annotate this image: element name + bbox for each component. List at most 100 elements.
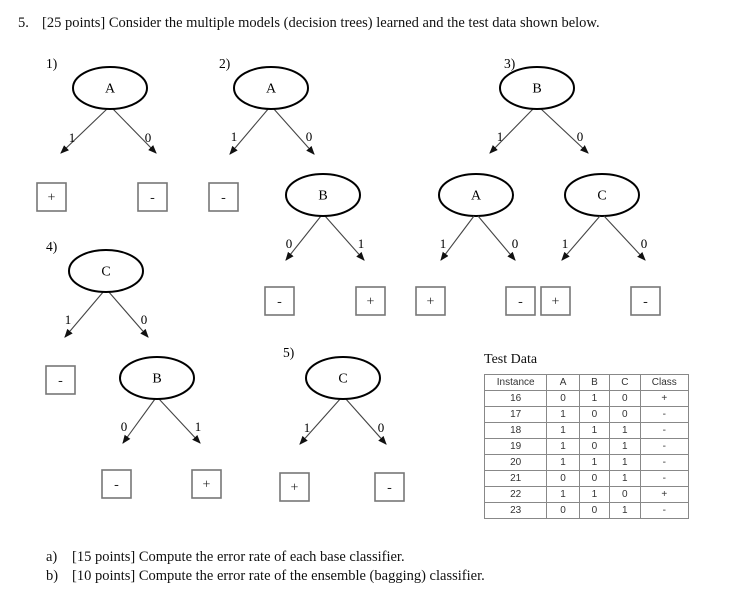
tree5-edge-left	[299, 397, 342, 445]
tree5-leaf-left-label: +	[291, 481, 299, 496]
tree3-leaf-c-right-label: -	[643, 295, 648, 310]
tree3-left-edge-label: 1	[497, 129, 504, 144]
cell-b: 1	[578, 454, 611, 471]
tree4-sub-edge-left	[122, 398, 156, 444]
test-data-table: Instance A B C Class 16 0 1 0 + 17 1 0 0…	[483, 374, 690, 519]
cell-class: -	[639, 470, 690, 487]
tree2-leaf-left-label: -	[221, 191, 226, 206]
tree3-edge-right	[539, 107, 589, 154]
tree3-leaf-a-right-label: -	[518, 295, 523, 310]
cell-a: 0	[546, 390, 580, 407]
cell-instance: 23	[483, 502, 548, 519]
decision-tree-4[interactable]: C 1 0 - B 0 1 - +	[20, 241, 250, 503]
cell-instance: 17	[483, 406, 548, 423]
tree2-sub-edge-left	[285, 215, 322, 261]
subquestion-b-letter: b)	[46, 568, 59, 584]
question-number: 5.	[18, 15, 29, 31]
tree4-sub-node[interactable]	[119, 356, 195, 400]
cell-c: 1	[609, 422, 641, 439]
tree1-root-node[interactable]	[72, 66, 148, 110]
cell-a: 0	[546, 502, 580, 519]
column-header-b: B	[578, 374, 611, 391]
tree4-leaf-sub-left-label: -	[114, 478, 119, 493]
tree2-right-edge-label: 0	[306, 129, 313, 144]
cell-a: 0	[546, 470, 580, 487]
subquestion-a: a) [15 points] Compute the error rate of …	[46, 548, 485, 567]
decision-tree-5[interactable]: C 1 0 + -	[265, 348, 445, 508]
tree4-root-node[interactable]	[68, 249, 144, 293]
cell-instance: 22	[483, 486, 548, 503]
tree3-c-left-edge-label: 1	[562, 236, 569, 251]
subquestion-a-text: [15 points] Compute the error rate of ea…	[72, 549, 405, 565]
table-header-row: Instance A B C Class	[483, 374, 690, 391]
tree5-leaf-right-box[interactable]	[374, 472, 405, 502]
tree2-sub-node[interactable]	[285, 173, 361, 217]
decision-tree-3[interactable]: B 1 0 A C 1 0 + - 1 0 + -	[410, 58, 680, 318]
tree2-leaf-sub-left-label: -	[277, 295, 282, 310]
tree4-sub-label: B	[152, 372, 161, 387]
table-row: 18 1 1 1 -	[483, 422, 690, 439]
tree3-child-c-label: C	[597, 189, 606, 204]
tree2-edge-left	[229, 107, 270, 155]
cell-class: -	[639, 454, 690, 471]
tree3-child-c-node[interactable]	[564, 173, 640, 217]
column-header-instance: Instance	[483, 374, 548, 391]
tree3-leaf-a-right-box[interactable]	[505, 286, 536, 316]
tree3-leaf-c-right-box[interactable]	[630, 286, 661, 316]
cell-b: 0	[578, 406, 611, 423]
tree1-left-edge-label: 1	[69, 130, 76, 145]
cell-b: 0	[578, 438, 611, 455]
tree1-leaf-right-box[interactable]	[137, 182, 168, 212]
tree4-right-edge-label: 0	[141, 312, 148, 327]
tree4-leaf-left-box[interactable]	[45, 365, 76, 395]
cell-c: 0	[609, 486, 641, 503]
tree1-leaf-left-box[interactable]	[36, 182, 67, 212]
tree3-c-right-edge-label: 0	[641, 236, 648, 251]
tree5-root-node[interactable]	[305, 356, 381, 400]
question-text: [25 points] Consider the multiple models…	[42, 15, 600, 31]
test-data-block: Test Data Instance A B C Class 16 0 1 0 …	[483, 352, 690, 519]
tree4-edge-left	[64, 290, 105, 338]
cell-instance: 16	[483, 390, 548, 407]
tree4-leaf-sub-left-box[interactable]	[101, 469, 132, 499]
tree2-sub-label: B	[318, 189, 327, 204]
tree2-root-node[interactable]	[233, 66, 309, 110]
test-data-title: Test Data	[484, 352, 538, 367]
table-row: 19 1 0 1 -	[483, 438, 690, 455]
question-header: 5. [25 points] Consider the multiple mode…	[18, 14, 724, 32]
tree1-edge-left	[60, 107, 109, 154]
tree4-leaf-sub-right-box[interactable]	[191, 469, 222, 499]
table-row: 22 1 1 0 +	[483, 486, 690, 503]
cell-c: 1	[609, 454, 641, 471]
cell-class: +	[639, 486, 690, 503]
column-header-a: A	[546, 374, 580, 391]
cell-b: 1	[578, 422, 611, 439]
tree3-child-a-node[interactable]	[438, 173, 514, 217]
cell-class: -	[639, 422, 690, 439]
cell-a: 1	[546, 406, 580, 423]
tree3-right-edge-label: 0	[577, 129, 584, 144]
tree4-sub-left-edge-label: 0	[121, 419, 128, 434]
tree3-a-edge-right	[477, 215, 516, 261]
table-row: 21 0 0 1 -	[483, 470, 690, 487]
decision-tree-1[interactable]: A 1 0 + -	[20, 58, 230, 218]
decision-tree-2[interactable]: A 1 0 - B 0 1 - +	[196, 58, 416, 318]
tree3-root-node[interactable]	[499, 66, 575, 110]
subquestion-a-letter: a)	[46, 549, 58, 565]
tree2-left-edge-label: 1	[231, 129, 238, 144]
cell-class: -	[639, 502, 690, 519]
column-header-class: Class	[639, 374, 690, 391]
tree3-leaf-c-left-box[interactable]	[540, 286, 571, 316]
table-row: 16 0 1 0 +	[483, 390, 690, 407]
tree3-leaf-a-left-box[interactable]	[415, 286, 446, 316]
tree2-leaf-left-box[interactable]	[208, 182, 239, 212]
tree5-leaf-left-box[interactable]	[279, 472, 310, 502]
tree3-a-edge-left	[440, 215, 475, 261]
cell-c: 1	[609, 502, 641, 519]
tree2-leaf-sub-right-box[interactable]	[355, 286, 386, 316]
cell-b: 0	[578, 502, 611, 519]
table-row: 23 0 0 1 -	[483, 502, 690, 519]
tree3-leaf-c-left-label: +	[552, 295, 560, 310]
tree2-leaf-sub-left-box[interactable]	[264, 286, 295, 316]
